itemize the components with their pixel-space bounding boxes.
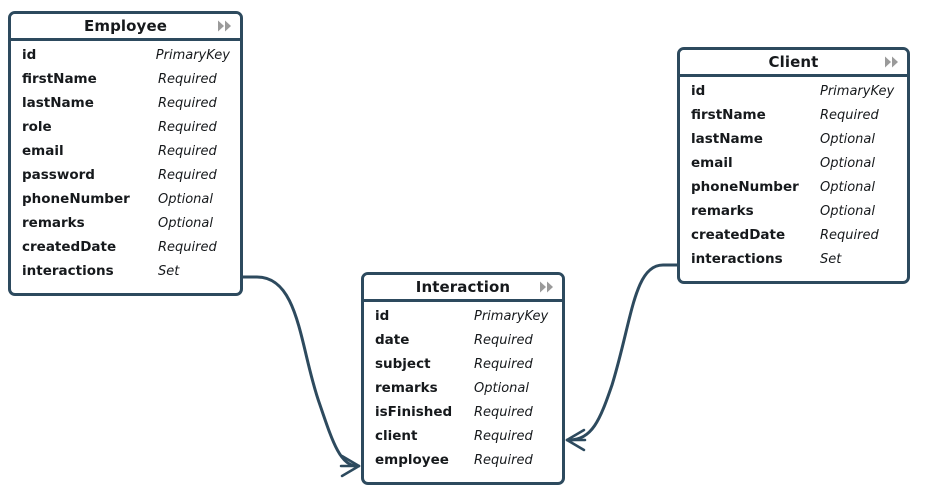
entity-interaction[interactable]: Interaction id PrimaryKey date Required … <box>361 272 565 485</box>
attribute-type: Optional <box>820 156 875 171</box>
attribute-type: Required <box>158 96 217 111</box>
attribute-name: id <box>691 83 706 99</box>
attribute-type: Optional <box>158 216 213 231</box>
attribute-row[interactable]: remarks Optional <box>364 380 562 404</box>
attribute-row[interactable]: interactions Set <box>11 263 240 287</box>
attribute-type: Optional <box>474 381 529 396</box>
attribute-row[interactable]: lastName Optional <box>680 131 907 155</box>
entity-client-header[interactable]: Client <box>680 50 907 77</box>
attribute-name: email <box>691 155 733 171</box>
attribute-name: id <box>375 308 390 324</box>
attribute-row[interactable]: createdDate Required <box>11 239 240 263</box>
attribute-name: subject <box>375 356 431 372</box>
entity-employee-attributes: id PrimaryKey firstName Required lastNam… <box>11 41 240 293</box>
double-chevron-right-icon[interactable] <box>218 20 232 32</box>
attribute-name: remarks <box>22 215 85 231</box>
relationship-interaction-client[interactable] <box>565 263 679 452</box>
attribute-row[interactable]: subject Required <box>364 356 562 380</box>
attribute-type: Optional <box>820 204 875 219</box>
attribute-name: phoneNumber <box>691 179 799 195</box>
attribute-name: firstName <box>691 107 766 123</box>
entity-interaction-title: Interaction <box>415 278 511 296</box>
attribute-name: createdDate <box>22 239 117 255</box>
entity-interaction-attributes: id PrimaryKey date Required subject Requ… <box>364 302 562 482</box>
attribute-row[interactable]: id PrimaryKey <box>11 47 240 71</box>
entity-employee[interactable]: Employee id PrimaryKey firstName Require… <box>8 11 243 296</box>
attribute-row[interactable]: employee Required <box>364 452 562 476</box>
attribute-type: Required <box>158 168 217 183</box>
attribute-name: id <box>22 47 37 63</box>
attribute-row[interactable]: id PrimaryKey <box>680 83 907 107</box>
entity-client[interactable]: Client id PrimaryKey firstName Required … <box>677 47 910 284</box>
attribute-type: PrimaryKey <box>474 309 549 324</box>
attribute-row[interactable]: phoneNumber Optional <box>680 179 907 203</box>
entity-client-title: Client <box>768 53 819 71</box>
attribute-type: Required <box>820 228 879 243</box>
attribute-name: interactions <box>22 263 114 279</box>
attribute-name: employee <box>375 452 449 468</box>
entity-employee-header[interactable]: Employee <box>11 14 240 41</box>
attribute-type: Optional <box>820 180 875 195</box>
attribute-type: Required <box>474 333 533 348</box>
attribute-type: Required <box>158 72 217 87</box>
crow-foot-right-icon <box>565 428 587 452</box>
attribute-type: Required <box>158 240 217 255</box>
attribute-type: Set <box>820 252 842 267</box>
attribute-type: Required <box>474 405 533 420</box>
attribute-type: Required <box>474 429 533 444</box>
attribute-name: email <box>22 143 64 159</box>
attribute-row[interactable]: client Required <box>364 428 562 452</box>
attribute-name: lastName <box>22 95 94 111</box>
attribute-row[interactable]: remarks Optional <box>11 215 240 239</box>
attribute-name: remarks <box>691 203 754 219</box>
entity-interaction-header[interactable]: Interaction <box>364 275 562 302</box>
attribute-type: Set <box>158 264 180 279</box>
attribute-type: Required <box>158 144 217 159</box>
attribute-type: Required <box>474 453 533 468</box>
entity-client-attributes: id PrimaryKey firstName Required lastNam… <box>680 77 907 281</box>
attribute-type: Optional <box>820 132 875 147</box>
attribute-name: client <box>375 428 418 444</box>
attribute-row[interactable]: id PrimaryKey <box>364 308 562 332</box>
attribute-row[interactable]: createdDate Required <box>680 227 907 251</box>
attribute-name: phoneNumber <box>22 191 130 207</box>
attribute-name: firstName <box>22 71 97 87</box>
attribute-name: remarks <box>375 380 438 396</box>
double-chevron-right-icon[interactable] <box>540 281 554 293</box>
relationship-employee-interaction[interactable] <box>241 275 361 478</box>
attribute-name: interactions <box>691 251 783 267</box>
attribute-name: date <box>375 332 410 348</box>
attribute-row[interactable]: email Required <box>11 143 240 167</box>
attribute-type: Optional <box>158 192 213 207</box>
attribute-row[interactable]: password Required <box>11 167 240 191</box>
attribute-row[interactable]: firstName Required <box>11 71 240 95</box>
entity-employee-title: Employee <box>84 17 167 35</box>
attribute-name: password <box>22 167 95 183</box>
attribute-type: Required <box>820 108 879 123</box>
attribute-row[interactable]: lastName Required <box>11 95 240 119</box>
attribute-type: PrimaryKey <box>155 48 230 63</box>
attribute-row[interactable]: isFinished Required <box>364 404 562 428</box>
attribute-type: PrimaryKey <box>820 84 895 99</box>
attribute-name: isFinished <box>375 404 453 420</box>
attribute-row[interactable]: interactions Set <box>680 251 907 275</box>
attribute-name: createdDate <box>691 227 786 243</box>
attribute-type: Required <box>474 357 533 372</box>
attribute-row[interactable]: phoneNumber Optional <box>11 191 240 215</box>
crow-foot-left-icon <box>339 454 361 478</box>
attribute-row[interactable]: remarks Optional <box>680 203 907 227</box>
attribute-row[interactable]: email Optional <box>680 155 907 179</box>
attribute-type: Required <box>158 120 217 135</box>
attribute-row[interactable]: firstName Required <box>680 107 907 131</box>
attribute-name: role <box>22 119 52 135</box>
attribute-name: lastName <box>691 131 763 147</box>
double-chevron-right-icon[interactable] <box>885 56 899 68</box>
attribute-row[interactable]: date Required <box>364 332 562 356</box>
attribute-row[interactable]: role Required <box>11 119 240 143</box>
